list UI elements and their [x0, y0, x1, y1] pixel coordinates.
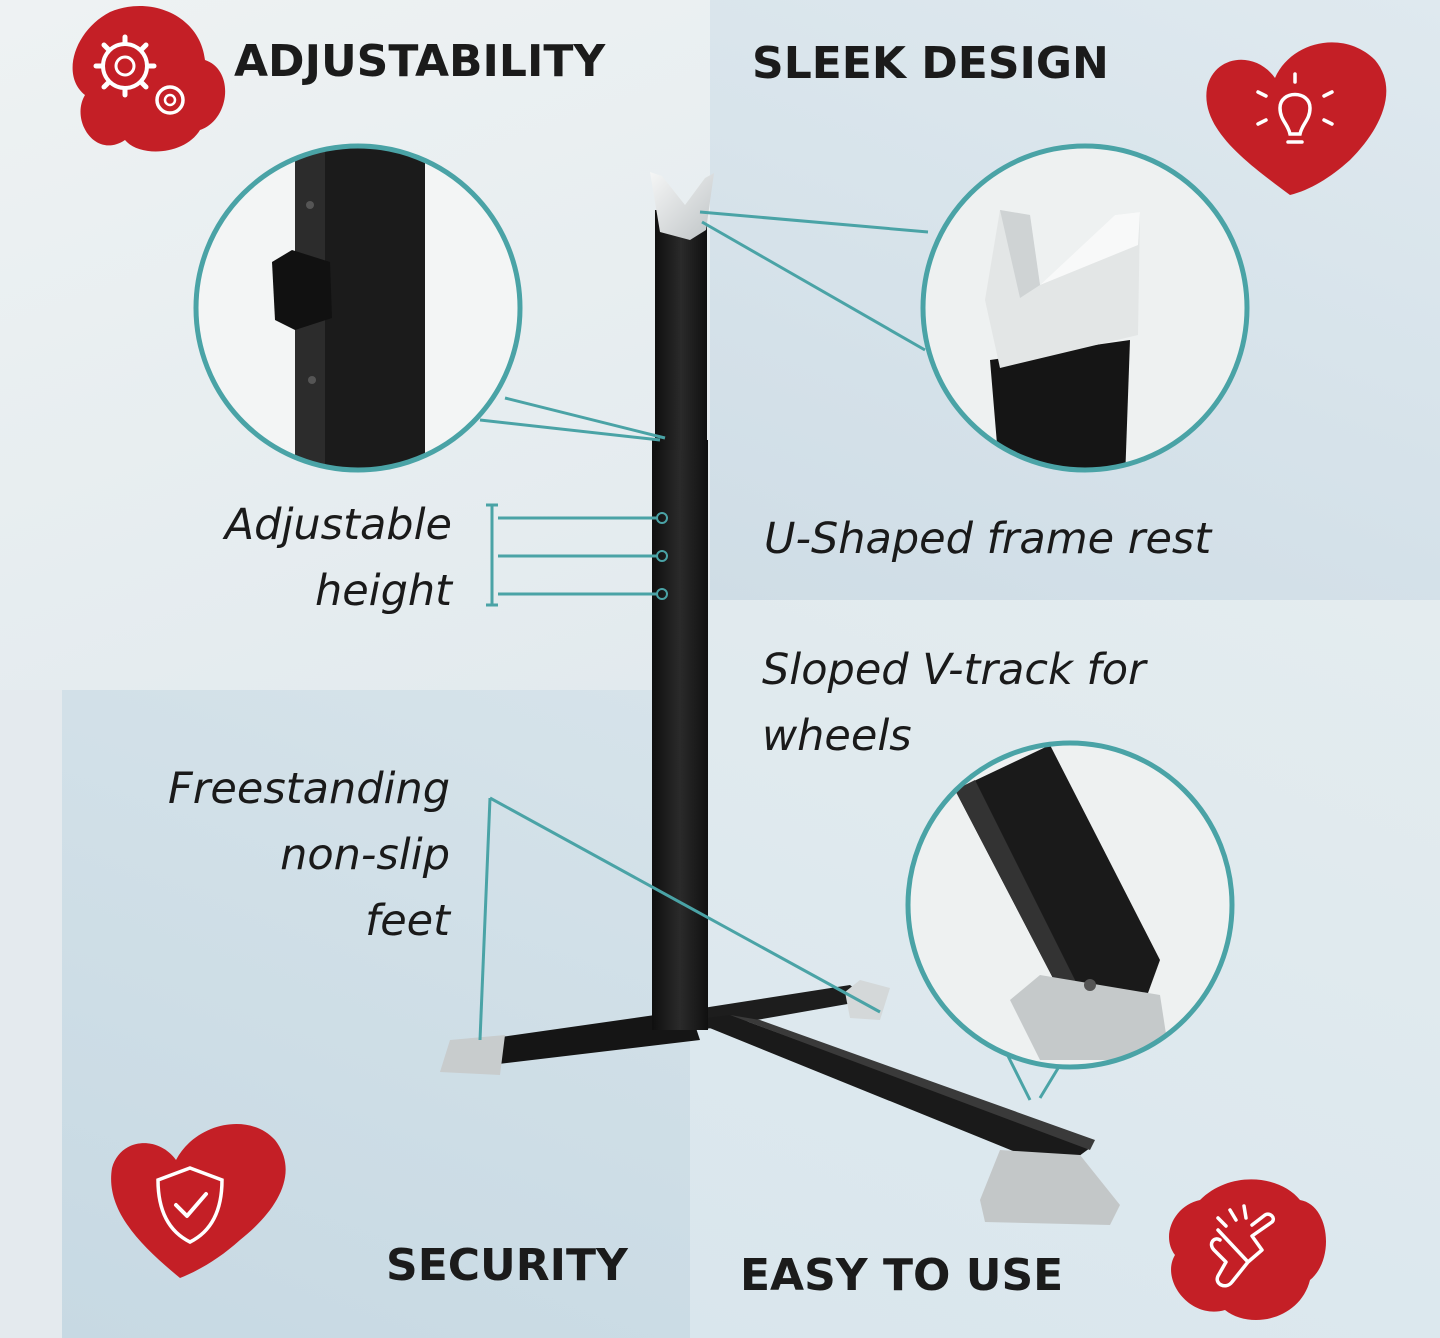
pointing-hand-icon: [1169, 1179, 1327, 1320]
callout-lines: [478, 210, 1062, 1101]
stand-leg-left: [480, 1010, 700, 1065]
caption-line: feet: [365, 896, 450, 946]
zoom-circle-foot: [905, 740, 1235, 1070]
stand-leg-front: [690, 1015, 1090, 1170]
zoom-circle-frame-rest: [920, 143, 1250, 473]
stand-leg-front-top: [730, 1015, 1095, 1150]
caption-line: Adjustable: [224, 500, 452, 550]
stand-post-upper: [655, 210, 707, 450]
heading-adjustability: ADJUSTABILITY: [234, 36, 606, 87]
caption-frame-rest: U-Shaped frame rest: [764, 506, 1211, 572]
caption-line: Sloped V-track for: [762, 645, 1146, 695]
caption-v-track: Sloped V-track for wheels: [762, 637, 1146, 769]
heading-security: SECURITY: [386, 1240, 628, 1291]
heading-easy-to-use: EASY TO USE: [740, 1250, 1064, 1301]
foot-front: [980, 1150, 1120, 1225]
heading-sleek-design: SLEEK DESIGN: [752, 38, 1109, 89]
caption-feet: Freestanding non-slip feet: [100, 756, 450, 954]
foot-back: [845, 980, 890, 1020]
lightbulb-icon: [1206, 42, 1387, 196]
stand-post-lower: [652, 440, 708, 1030]
bike-stand: [440, 172, 1120, 1225]
shield-check-icon: [111, 1123, 286, 1278]
panel-margin: [0, 690, 62, 1338]
zoom-circle-adjuster: [193, 143, 523, 473]
foot-left: [440, 1035, 505, 1075]
caption-line: non-slip: [280, 830, 450, 880]
gears-icon: [72, 5, 226, 152]
caption-adjustable-height: Adjustable height: [140, 492, 452, 624]
top-v-rest: [650, 172, 714, 240]
caption-line: wheels: [762, 711, 912, 761]
caption-line: height: [314, 566, 452, 616]
caption-line: Freestanding: [168, 764, 450, 814]
caption-line: U-Shaped frame rest: [764, 514, 1212, 564]
